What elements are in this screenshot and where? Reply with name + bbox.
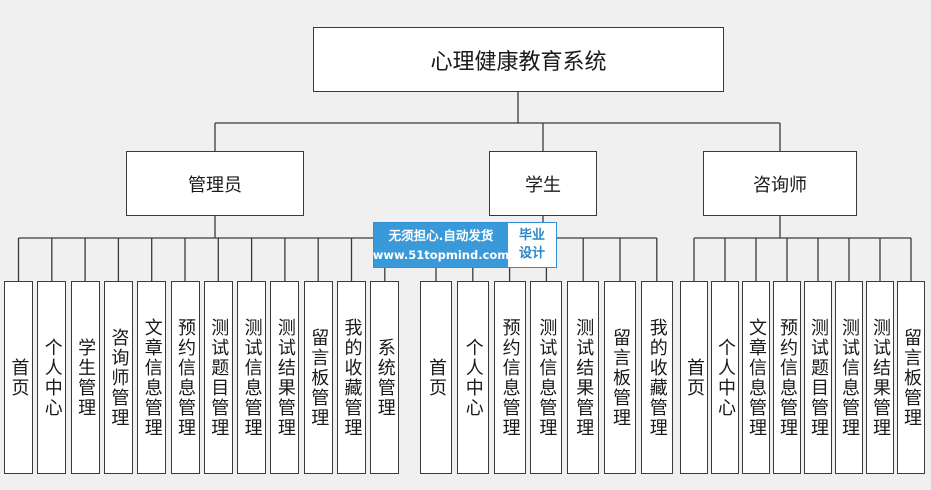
module-node-counselor: 文章信息管理 — [742, 281, 770, 474]
module-label: 我的收藏管理 — [341, 317, 363, 438]
role-label-counselor: 咨询师 — [753, 174, 807, 196]
role-label-student: 学生 — [525, 174, 561, 196]
module-node-student: 个人中心 — [456, 281, 489, 474]
module-label: 测试结果管理 — [870, 317, 891, 438]
module-label: 我的收藏管理 — [646, 317, 668, 438]
module-node-admin: 首页 — [4, 281, 33, 474]
module-label: 测试结果管理 — [573, 317, 595, 438]
root-node: 心理健康教育系统 — [313, 27, 724, 92]
module-label: 个人中心 — [715, 337, 736, 418]
module-node-student: 留言板管理 — [604, 281, 636, 474]
module-node-admin: 我的收藏管理 — [337, 281, 366, 474]
module-label: 测试信息管理 — [241, 317, 263, 438]
module-label: 留言板管理 — [308, 327, 330, 428]
role-node-admin: 管理员 — [126, 151, 304, 216]
module-node-student: 我的收藏管理 — [640, 281, 673, 474]
module-label: 预约信息管理 — [175, 317, 196, 438]
watermark-url: www.51topmind.com — [372, 248, 510, 262]
module-node-admin: 学生管理 — [70, 281, 100, 474]
module-label: 学生管理 — [75, 337, 97, 418]
role-node-student: 学生 — [489, 151, 597, 216]
module-label: 测试信息管理 — [536, 317, 558, 438]
module-label: 预约信息管理 — [499, 317, 521, 438]
module-node-student: 预约信息管理 — [493, 281, 526, 474]
watermark-badge-line2: 设计 — [518, 246, 545, 261]
watermark-badge: 毕业 设计 — [508, 223, 556, 267]
module-node-admin: 文章信息管理 — [137, 281, 167, 474]
module-label: 留言板管理 — [901, 327, 922, 428]
module-node-admin: 留言板管理 — [303, 281, 333, 474]
module-node-counselor: 个人中心 — [711, 281, 739, 474]
module-label: 测试题目管理 — [808, 317, 829, 438]
module-label: 系统管理 — [374, 337, 396, 418]
module-node-counselor: 测试结果管理 — [866, 281, 894, 474]
module-label: 测试信息管理 — [839, 317, 860, 438]
module-node-admin: 预约信息管理 — [170, 281, 200, 474]
module-node-counselor: 预约信息管理 — [773, 281, 801, 474]
root-label: 心理健康教育系统 — [430, 49, 607, 75]
module-node-admin: 个人中心 — [37, 281, 67, 474]
module-node-admin: 咨询师管理 — [103, 281, 133, 474]
module-node-student: 测试信息管理 — [530, 281, 563, 474]
module-label: 首页 — [8, 357, 30, 398]
module-label: 文章信息管理 — [746, 317, 767, 438]
module-node-admin: 测试题目管理 — [203, 281, 233, 474]
role-node-counselor: 咨询师 — [703, 151, 857, 216]
watermark-badge-line1: 毕业 — [518, 228, 545, 243]
module-node-counselor: 测试题目管理 — [804, 281, 832, 474]
module-label: 咨询师管理 — [108, 327, 130, 428]
watermark: 无须担心.自动发货 www.51topmind.com 毕业 设计 — [373, 222, 557, 268]
module-node-counselor: 首页 — [680, 281, 708, 474]
module-label: 个人中心 — [41, 337, 63, 418]
module-label: 测试结果管理 — [274, 317, 296, 438]
module-node-counselor: 测试信息管理 — [835, 281, 863, 474]
module-node-admin: 测试信息管理 — [237, 281, 267, 474]
watermark-slogan: 无须担心.自动发货 — [388, 228, 494, 243]
module-node-admin: 系统管理 — [370, 281, 400, 474]
module-node-student: 首页 — [420, 281, 452, 474]
module-label: 个人中心 — [462, 337, 484, 418]
module-node-counselor: 留言板管理 — [897, 281, 925, 474]
module-label: 首页 — [426, 357, 447, 398]
module-node-admin: 测试结果管理 — [270, 281, 300, 474]
module-label: 首页 — [684, 357, 705, 398]
watermark-main: 无须担心.自动发货 www.51topmind.com — [372, 223, 510, 267]
module-label: 测试题目管理 — [208, 317, 230, 438]
module-label: 留言板管理 — [610, 327, 631, 428]
module-node-student: 测试结果管理 — [567, 281, 600, 474]
role-label-admin: 管理员 — [188, 174, 242, 196]
module-label: 文章信息管理 — [141, 317, 163, 438]
module-label: 预约信息管理 — [777, 317, 798, 438]
